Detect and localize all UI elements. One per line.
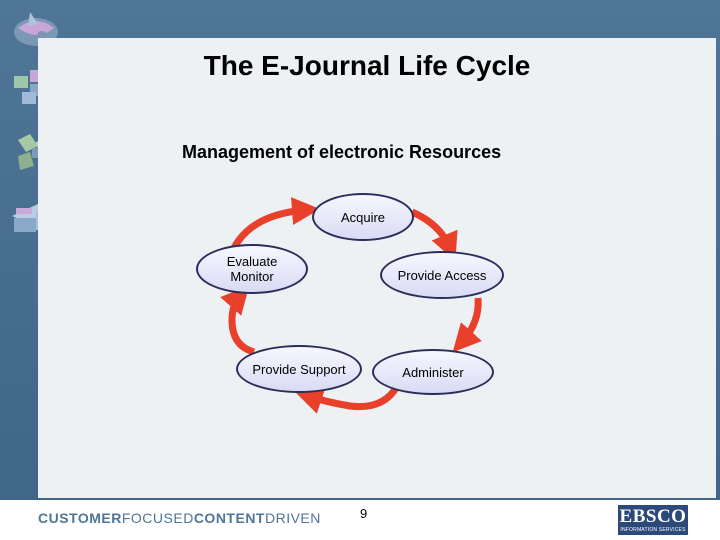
node-evaluate-monitor-label: Evaluate Monitor [226, 254, 278, 284]
ebsco-logo-subtext: INFORMATION SERVICES [620, 527, 686, 533]
footer-bar [0, 500, 720, 540]
node-provide-access: Provide Access [380, 251, 504, 299]
node-acquire-label: Acquire [340, 209, 386, 225]
node-provide-support: Provide Support [236, 345, 362, 393]
tagline-driven: DRIVEN [264, 510, 321, 526]
tagline-focused: FOCUSED [121, 510, 194, 526]
arrow-administer-to-support [294, 385, 399, 414]
node-provide-access-label: Provide Access [397, 267, 487, 283]
ebsco-logo: EBSCO INFORMATION SERVICES [618, 505, 688, 535]
node-evaluate-monitor: Evaluate Monitor [196, 244, 308, 294]
footer-tagline: CUSTOMERFOCUSEDCONTENTDRIVEN [38, 510, 321, 526]
node-provide-support-label: Provide Support [252, 361, 346, 377]
tagline-content: CONTENT [193, 510, 265, 526]
globe-icon [8, 8, 58, 50]
content-panel [38, 38, 716, 498]
tagline-customer: CUSTOMER [38, 510, 122, 526]
node-administer: Administer [372, 349, 494, 395]
ebsco-logo-text: EBSCO [619, 506, 687, 527]
node-administer-label: Administer [402, 364, 464, 380]
node-acquire: Acquire [312, 193, 414, 241]
slide-subtitle: Management of electronic Resources [182, 142, 502, 162]
arrow-access-to-administer [452, 297, 482, 353]
arrow-acquire-to-access [410, 208, 458, 261]
slide-title: The E-Journal Life Cycle [203, 50, 531, 81]
page-number: 9 [360, 506, 368, 521]
arrow-evaluate-to-acquire [230, 197, 320, 250]
arrow-support-to-evaluate [220, 285, 256, 356]
